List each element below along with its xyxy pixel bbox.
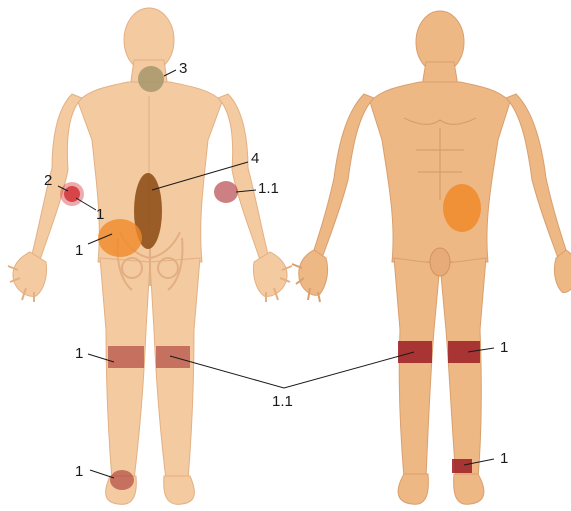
label-knees-shared: 1.1 — [272, 393, 293, 410]
zone-neck — [138, 66, 164, 92]
label-elbow-left-2: 2 — [44, 172, 52, 189]
zone-knee-back-left — [108, 346, 144, 368]
label-knee-back: 1 — [75, 345, 83, 362]
label-knee-front: 1 — [500, 339, 508, 356]
label-ankle-front: 1 — [500, 450, 508, 467]
front-body-figure — [292, 11, 571, 504]
zone-elbow-right — [214, 181, 238, 203]
zone-hip — [98, 219, 142, 257]
zone-abdomen — [443, 184, 481, 232]
label-elbow-right: 1.1 — [258, 180, 279, 197]
zone-knee-front-right — [448, 341, 480, 363]
label-lumbar: 4 — [251, 150, 259, 167]
label-hip: 1 — [75, 242, 83, 259]
zone-elbow-left — [60, 182, 84, 206]
label-elbow-left-1: 1 — [96, 206, 104, 223]
zone-ankle-front — [452, 459, 472, 473]
zone-knee-front-left — [398, 341, 432, 363]
label-neck: 3 — [179, 60, 187, 77]
label-ankle-back: 1 — [75, 463, 83, 480]
zone-ankle-back — [110, 470, 134, 490]
